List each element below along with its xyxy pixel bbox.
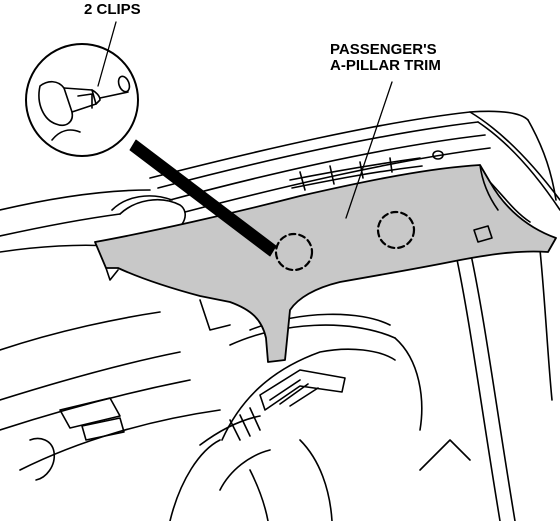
clip-marker-right bbox=[376, 210, 416, 250]
clips-callout: 2 CLIPS bbox=[84, 1, 141, 18]
trim-callout-line-2: A-PILLAR TRIM bbox=[330, 57, 441, 74]
lower-dash bbox=[19, 397, 261, 522]
defroster-vent bbox=[289, 150, 444, 191]
clips-leader bbox=[97, 21, 117, 87]
trim-leader bbox=[345, 81, 393, 219]
trim-callout-line-1: PASSENGER'S bbox=[330, 41, 437, 58]
windshield-outline bbox=[149, 110, 560, 213]
trim-callout: PASSENGER'S A-PILLAR TRIM bbox=[330, 42, 441, 74]
magnification-wedge bbox=[129, 139, 277, 257]
center-console bbox=[219, 313, 423, 522]
a-pillar-trim bbox=[94, 164, 557, 363]
door-panel bbox=[419, 249, 553, 522]
leader-lines bbox=[97, 21, 393, 219]
clip-inset bbox=[25, 43, 139, 157]
dashboard-left bbox=[0, 189, 191, 431]
clip-marker bbox=[274, 210, 416, 272]
clip-marker-left bbox=[274, 232, 314, 272]
